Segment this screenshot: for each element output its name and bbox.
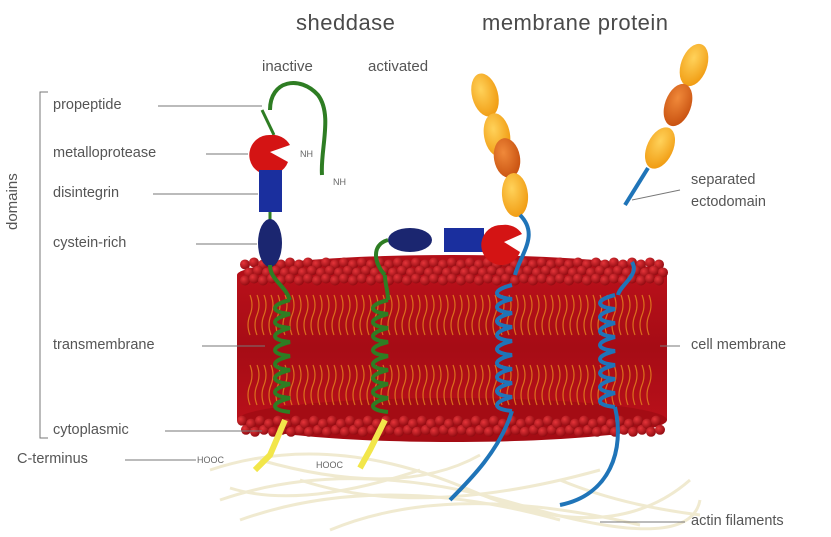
lipid-head [555, 273, 565, 283]
lipid-head [655, 425, 665, 435]
lipid-head [358, 427, 368, 437]
lipid-head [322, 427, 332, 437]
lipid-head [654, 275, 664, 285]
lipid-head [484, 427, 494, 437]
lipid-head [291, 416, 301, 426]
lipid-head [633, 416, 643, 426]
lipid-head [561, 416, 571, 426]
lipid-head [340, 427, 350, 437]
disintegrin-block [259, 170, 282, 212]
lipid-head [435, 416, 445, 426]
lipid-head [628, 427, 638, 437]
lipid-head [255, 416, 265, 426]
lipid-head [430, 427, 440, 437]
lipid-head [357, 273, 367, 283]
lipid-head [330, 275, 340, 285]
lipid-head [466, 427, 476, 437]
metalloprotease-pacman [249, 135, 290, 175]
lipid-head [609, 273, 619, 283]
lipid-head [447, 273, 457, 283]
lipid-head [465, 273, 475, 283]
lipid-head [474, 275, 484, 285]
lipid-head [456, 275, 466, 285]
cystein-rich-domain [258, 219, 282, 267]
lipid-head [543, 416, 553, 426]
lipid-head [492, 275, 502, 285]
lipid-head [519, 273, 529, 283]
lipid-head [345, 416, 355, 426]
lipid-head [582, 275, 592, 285]
lipid-head [309, 416, 319, 426]
lipid-head [399, 416, 409, 426]
lipid-head [417, 416, 427, 426]
lipid-head [592, 427, 602, 437]
lipid-head [564, 275, 574, 285]
domains-bracket [40, 92, 48, 438]
lipid-head [574, 427, 584, 437]
lipid-head [448, 427, 458, 437]
lipid-head [285, 273, 295, 283]
lipid-head [348, 275, 358, 285]
lipid-head [525, 416, 535, 426]
lipid-head [304, 427, 314, 437]
lipid-head [312, 275, 322, 285]
lipid-head [591, 273, 601, 283]
lipid-head [528, 275, 538, 285]
lipid-head [286, 427, 296, 437]
lipid-head [471, 416, 481, 426]
lipid-head [412, 427, 422, 437]
lipid-head [258, 275, 268, 285]
lipid-head [651, 416, 661, 426]
disintegrin-activated [444, 228, 484, 252]
lipid-head [537, 273, 547, 283]
lipid-head [402, 275, 412, 285]
lipid-head [327, 416, 337, 426]
lipid-head [483, 273, 493, 283]
lipid-head [393, 273, 403, 283]
lipid-head [240, 275, 250, 285]
lipid-head [520, 427, 530, 437]
lipid-head [546, 275, 556, 285]
lipid-head [394, 427, 404, 437]
lipid-head [420, 275, 430, 285]
lipid-head [501, 273, 511, 283]
lipid-head [363, 416, 373, 426]
lipid-head [294, 275, 304, 285]
lipid-head [579, 416, 589, 426]
lipid-head [411, 273, 421, 283]
lipid-head [250, 427, 260, 437]
lipid-head [645, 273, 655, 283]
lipid-head [453, 416, 463, 426]
lipid-head [636, 275, 646, 285]
lipid-head [321, 273, 331, 283]
lipid-head [600, 275, 610, 285]
actin-filaments [210, 454, 700, 530]
lipid-head [556, 427, 566, 437]
lipid-head [237, 416, 247, 426]
lipid-head [339, 273, 349, 283]
lipid-head [489, 416, 499, 426]
lipid-head [366, 275, 376, 285]
lipid-head [303, 273, 313, 283]
lipid-head [646, 427, 656, 437]
lipid-head [573, 273, 583, 283]
lipid-head [429, 273, 439, 283]
lipid-head [538, 427, 548, 437]
lipid-head [249, 273, 259, 283]
lipid-head [438, 275, 448, 285]
lipid-head [597, 416, 607, 426]
cystein-rich-activated [388, 228, 432, 252]
